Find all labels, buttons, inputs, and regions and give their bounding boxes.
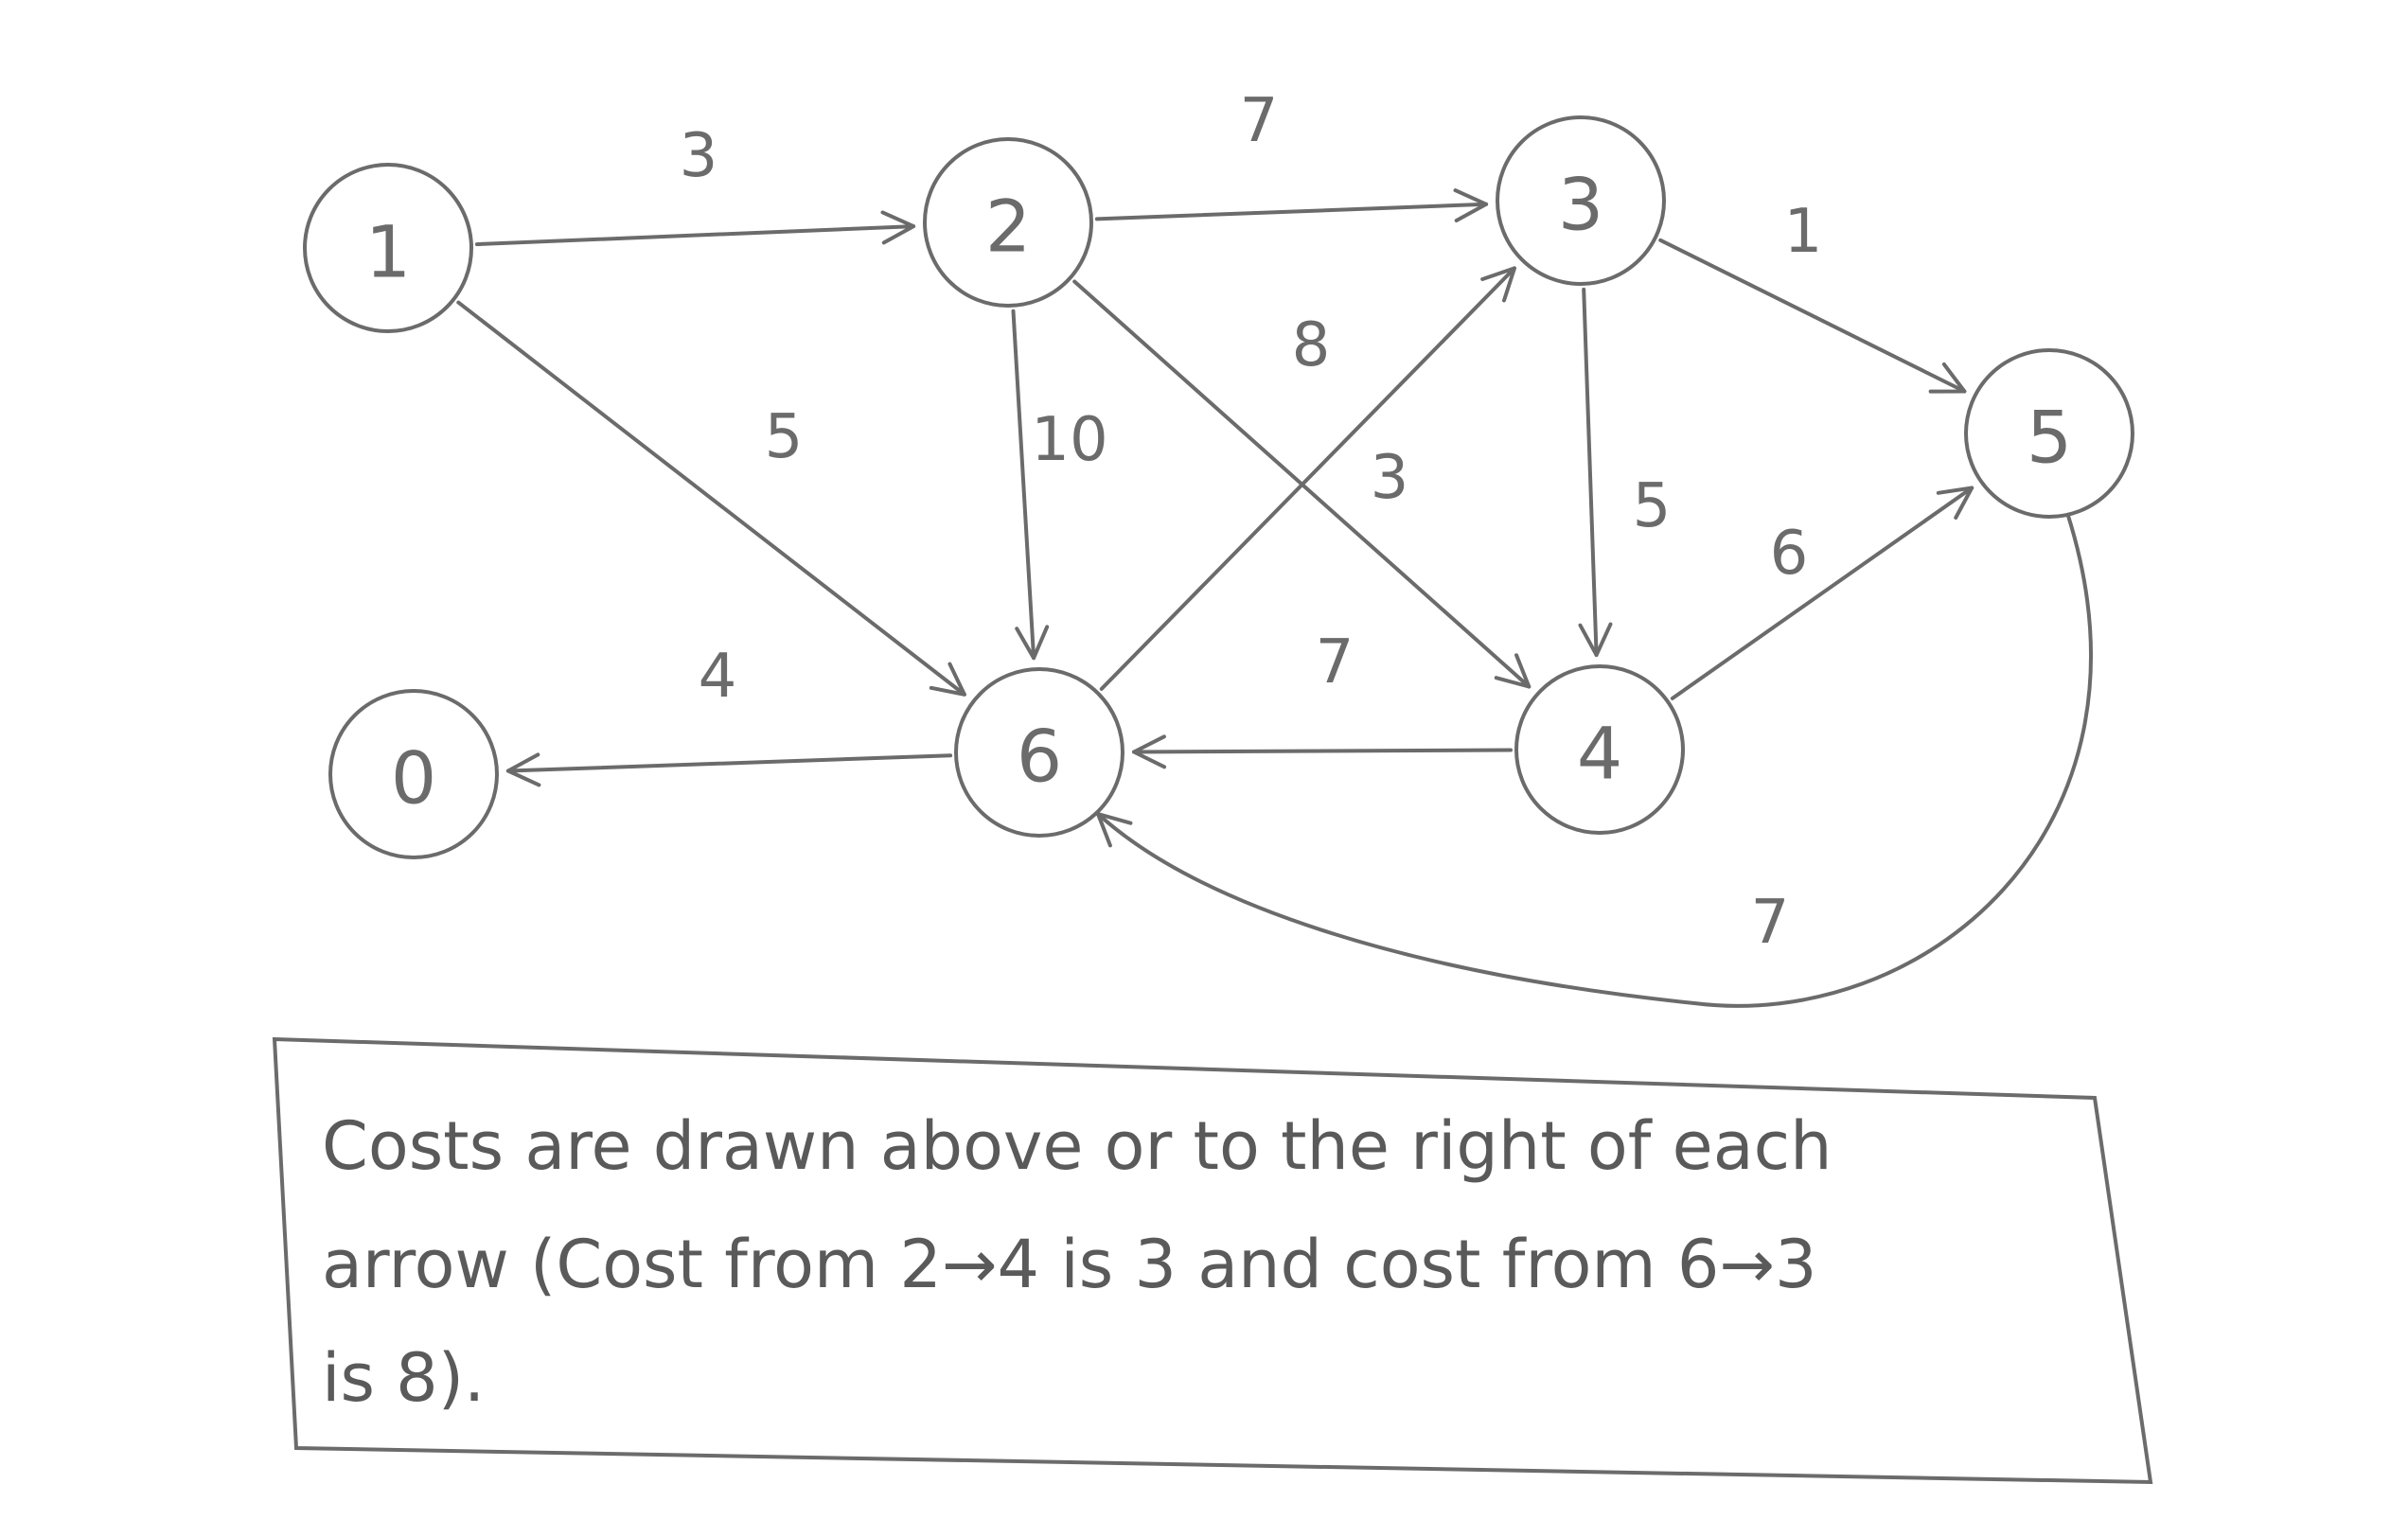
node-1: 1 [303, 163, 473, 333]
node-label: 1 [365, 210, 411, 294]
note-line-3: is 8). [322, 1339, 485, 1417]
edge-2-to-6: 10 [1011, 309, 1108, 661]
edge-arrow [1578, 287, 1613, 658]
node-circle [1514, 664, 1685, 835]
node-circle [303, 163, 473, 333]
note-border [272, 1036, 2153, 1485]
node-circle [954, 667, 1124, 838]
node-label: 0 [391, 736, 436, 821]
node-circle [923, 137, 1093, 308]
edge-4-to-6: 7 [1132, 627, 1513, 769]
edge-arrow [1099, 266, 1516, 691]
edge-cost-label: 3 [680, 121, 718, 191]
edge-cost-label: 5 [1633, 471, 1672, 541]
edge-cost-label: 8 [1292, 310, 1331, 380]
node-label: 5 [2027, 396, 2072, 480]
edge-arrow [505, 752, 953, 787]
node-label: 4 [1577, 712, 1622, 796]
edge-cost-label: 6 [1770, 519, 1809, 589]
node-3: 3 [1496, 115, 1666, 286]
note-line-1: Costs are drawn above or to the right of… [322, 1107, 1832, 1185]
node-5: 5 [1964, 348, 2134, 519]
edge-arrow [456, 300, 966, 697]
edge-arrow [1094, 188, 1489, 223]
edge-1-to-2: 3 [474, 121, 916, 247]
edge-4-to-5: 6 [1670, 486, 1974, 700]
edge-arrow [1096, 514, 2093, 1008]
node-circle [1964, 348, 2134, 519]
edge-cost-label: 3 [1371, 443, 1409, 513]
node-0: 0 [328, 689, 499, 859]
node-6: 6 [954, 667, 1124, 838]
edge-arrow [1670, 486, 1974, 700]
edge-cost-label: 7 [1316, 627, 1354, 698]
edge-cost-label: 4 [699, 642, 737, 712]
edge-6-to-3: 8 [1099, 266, 1516, 691]
edge-2-to-3: 7 [1094, 86, 1489, 223]
node-4: 4 [1514, 664, 1685, 835]
edge-1-to-6: 5 [456, 300, 966, 697]
note-line-2: arrow (Cost from 2→4 is 3 and cost from … [322, 1226, 1817, 1303]
edge-cost-label: 7 [1240, 86, 1279, 156]
edge-5-to-6: 7 [1096, 514, 2093, 1008]
edge-6-to-0: 4 [505, 642, 953, 787]
node-label: 3 [1558, 163, 1603, 247]
edge-arrow [1132, 734, 1513, 769]
edge-arrow [1011, 309, 1050, 661]
edge-cost-label: 1 [1784, 197, 1823, 267]
node-circle [328, 689, 499, 859]
edge-arrow [474, 210, 916, 247]
node-label: 6 [1017, 715, 1062, 799]
edge-cost-label: 7 [1751, 888, 1790, 958]
note-box: Costs are drawn above or to the right of… [272, 1036, 2153, 1485]
node-circle [1496, 115, 1666, 286]
edge-3-to-4: 5 [1578, 287, 1672, 658]
edge-arrow [1658, 238, 1967, 394]
node-label: 2 [985, 185, 1031, 269]
edge-cost-label: 5 [765, 402, 804, 472]
edge-cost-label: 10 [1031, 405, 1107, 475]
node-2: 2 [923, 137, 1093, 308]
edge-3-to-5: 1 [1658, 197, 1967, 394]
nodes-layer: 1 2 3 5 6 4 0 [303, 115, 2134, 859]
